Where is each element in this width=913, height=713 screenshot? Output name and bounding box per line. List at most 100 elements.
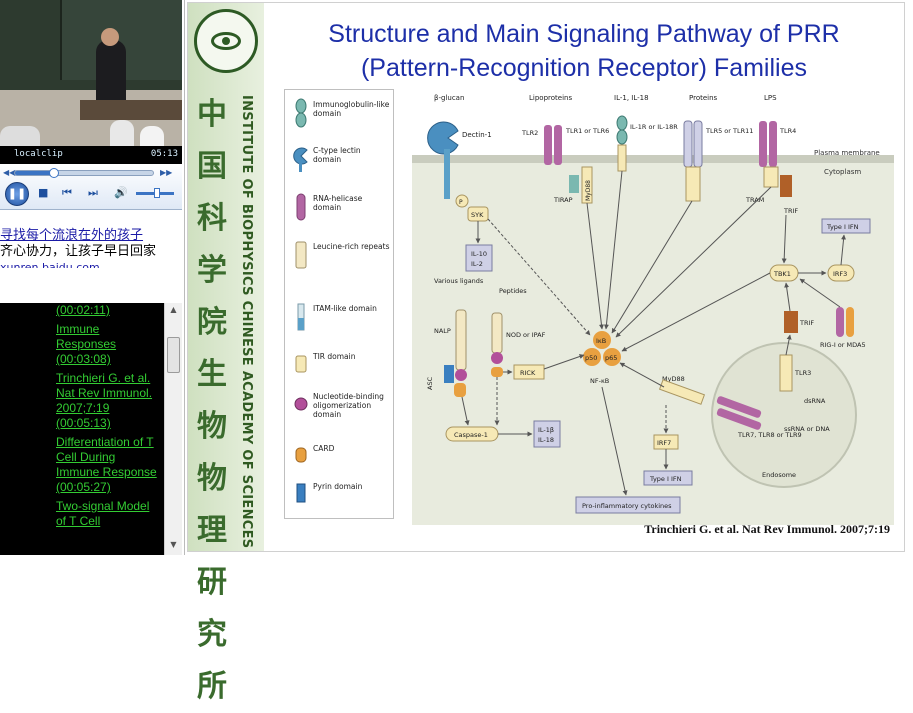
domain-legend: Immunoglobulin-like domain C-type lectin… bbox=[284, 89, 394, 519]
myd88-node bbox=[658, 379, 706, 405]
helicase-icon bbox=[296, 193, 306, 221]
tlr3-receptor bbox=[779, 354, 793, 392]
tlr4-tir bbox=[763, 166, 779, 188]
trif-adaptor bbox=[784, 311, 798, 333]
seek-handle[interactable] bbox=[48, 168, 59, 178]
volume-slider[interactable] bbox=[136, 188, 174, 198]
arrow bbox=[799, 278, 841, 308]
arrow bbox=[586, 202, 604, 330]
institute-logo bbox=[194, 9, 258, 73]
receptor-label: IL-1R or IL-18R bbox=[630, 123, 678, 131]
legend-item: ITAM-like domain bbox=[289, 302, 393, 342]
toc-link[interactable]: Trinchieri G. et al. Nat Rev Immunol. 20… bbox=[56, 371, 153, 430]
receptor-label: TLR5 or TLR11 bbox=[705, 127, 753, 135]
seek-progress bbox=[15, 171, 54, 175]
ad-links: 寻找每个流浪在外的孩子 齐心协力，让孩子早日回家 xunren.baidu.co… bbox=[0, 228, 180, 268]
stop-button[interactable]: ■ bbox=[38, 186, 49, 199]
slide-viewer: 中国科学院生物物理研究所 INSTITUTE OF BIOPHYSICS CHI… bbox=[184, 0, 913, 704]
rewind-arrow-icon[interactable]: ◀◀ bbox=[3, 168, 16, 177]
nod-label: NOD or IPAF bbox=[506, 331, 546, 339]
toc-scrollbar[interactable]: ▲ ▼ bbox=[164, 303, 182, 555]
ligand-label: Proteins bbox=[689, 94, 718, 102]
tlr1-receptor bbox=[554, 125, 562, 165]
p50-node bbox=[583, 348, 601, 366]
speaker-icon[interactable]: 🔊 bbox=[114, 186, 128, 199]
video-frame[interactable] bbox=[0, 0, 182, 146]
arrow bbox=[784, 282, 791, 312]
tirap-domain bbox=[569, 175, 579, 193]
pyrin-icon bbox=[296, 483, 306, 503]
syk-label: SYK bbox=[471, 211, 484, 219]
adaptor-label: TIRAP bbox=[553, 196, 573, 204]
ssrna-label: ssRNA or DNA bbox=[784, 425, 830, 433]
previous-button[interactable]: ⏮ bbox=[62, 186, 72, 199]
cytoplasm-label: Cytoplasm bbox=[824, 168, 861, 176]
dectin1-receptor bbox=[427, 121, 459, 155]
toc-link[interactable]: Two-signal Model of T Cell bbox=[56, 499, 150, 528]
nod-domain bbox=[491, 352, 503, 364]
toc-item[interactable]: Two-signal Model of T Cell bbox=[56, 499, 160, 529]
search-child-link[interactable]: 寻找每个流浪在外的孩子 bbox=[0, 228, 144, 243]
arrow bbox=[461, 396, 470, 426]
logo-eye-icon bbox=[211, 32, 241, 50]
toc-item[interactable]: Trinchieri G. et al. Nat Rev Immunol. 20… bbox=[56, 371, 160, 431]
il1b-il18-box bbox=[533, 420, 561, 448]
nalp-lrr bbox=[455, 309, 467, 371]
player-controls: ◀◀ ▶▶ ❚❚ ■ ⏮ ⏭ 🔊 bbox=[0, 164, 182, 210]
pause-button[interactable]: ❚❚ bbox=[5, 182, 29, 206]
lecturer-head bbox=[101, 28, 119, 46]
seek-bar[interactable] bbox=[14, 168, 154, 178]
tlr11-receptor bbox=[693, 120, 703, 168]
student bbox=[110, 120, 134, 146]
legend-label: ITAM-like domain bbox=[313, 304, 377, 313]
adaptor-label: TRAM bbox=[745, 196, 764, 204]
scroll-up-icon[interactable]: ▲ bbox=[170, 305, 177, 314]
toc-item[interactable]: (00:02:11) bbox=[56, 303, 160, 318]
nod-lrr bbox=[491, 312, 503, 354]
prr-pathway-figure: Immunoglobulin-like domain C-type lectin… bbox=[284, 85, 894, 525]
legend-label: RNA-helicase domain bbox=[313, 194, 363, 212]
scroll-down-icon[interactable]: ▼ bbox=[170, 540, 177, 549]
cytokine-label: IL-10 bbox=[471, 250, 487, 258]
next-button[interactable]: ⏭ bbox=[88, 186, 98, 199]
dectin1-stem bbox=[444, 149, 450, 199]
tlr4-receptor bbox=[769, 121, 777, 167]
arrow bbox=[781, 214, 787, 264]
volume-handle[interactable] bbox=[153, 188, 160, 198]
toc-link[interactable]: Differentiation of T Cell During Immune … bbox=[56, 435, 157, 494]
toc-item[interactable]: Immune Responses (00:03:08) bbox=[56, 322, 160, 367]
ligand-label: Peptides bbox=[499, 287, 527, 295]
p50-label: p50 bbox=[585, 354, 597, 362]
scroll-thumb[interactable] bbox=[167, 337, 180, 373]
receptor-label: TLR1 or TLR6 bbox=[565, 127, 609, 135]
legend-label: Leucine-rich repeats bbox=[313, 242, 390, 251]
legend-item: CARD bbox=[289, 442, 393, 482]
forward-arrow-icon[interactable]: ▶▶ bbox=[160, 168, 173, 177]
arrow bbox=[603, 170, 623, 330]
phosphate-node bbox=[455, 194, 469, 208]
arrow bbox=[785, 334, 792, 356]
nalp-label: NALP bbox=[434, 327, 451, 335]
myd88-label: MyD88 bbox=[662, 375, 685, 383]
slide-title: Structure and Main Signaling Pathway of … bbox=[284, 17, 884, 85]
ikb-label: IκB bbox=[596, 337, 606, 345]
pathway-diagram: Plasma membrane Cytoplasm β-glucan Lipop… bbox=[412, 94, 894, 525]
toc-link[interactable]: (00:02:11) bbox=[56, 303, 110, 317]
nalp-nod-domain bbox=[455, 369, 467, 381]
slide: 中国科学院生物物理研究所 INSTITUTE OF BIOPHYSICS CHI… bbox=[187, 2, 905, 704]
receptor-label: TLR2 bbox=[521, 129, 538, 137]
legend-label: Nucleotide-binding oligomerization domai… bbox=[313, 392, 384, 419]
ad-url-link[interactable]: xunren.baidu.com bbox=[0, 261, 100, 268]
toc-link[interactable]: Immune Responses (00:03:08) bbox=[56, 322, 117, 366]
tlr5-tir bbox=[685, 166, 701, 202]
caspase1-label: Caspase-1 bbox=[454, 431, 488, 439]
rick-label: RICK bbox=[520, 369, 536, 377]
toc-list: (00:02:11) Immune Responses (00:03:08) T… bbox=[56, 303, 160, 533]
ligand-label: β-glucan bbox=[434, 94, 464, 102]
legend-label: CARD bbox=[313, 444, 335, 453]
institute-banner: 中国科学院生物物理研究所 INSTITUTE OF BIOPHYSICS CHI… bbox=[188, 3, 264, 704]
left-panel: localclip 05:13 ◀◀ ▶▶ ❚❚ ■ ⏮ ⏭ 🔊 寻找每个流浪在… bbox=[0, 0, 184, 555]
rigi-label: RIG-I or MDA5 bbox=[820, 341, 866, 349]
toc-item[interactable]: Differentiation of T Cell During Immune … bbox=[56, 435, 160, 495]
ad-text: 齐心协力，让孩子早日回家 bbox=[0, 244, 157, 259]
